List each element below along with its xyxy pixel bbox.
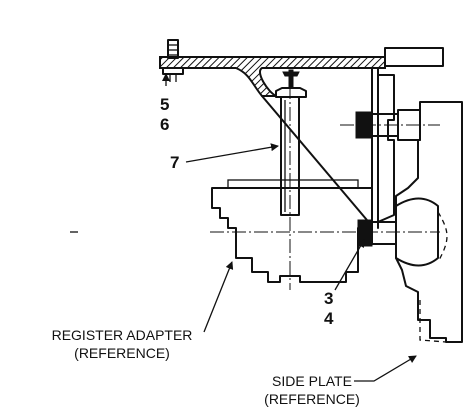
post-7 [280, 85, 300, 290]
support-strut [261, 95, 373, 227]
leader-lines [162, 73, 417, 382]
register-adapter-reference: (REFERENCE) [74, 345, 170, 361]
right-bracket [371, 67, 395, 229]
callout-4: 4 [324, 309, 334, 328]
callout-5: 5 [160, 95, 169, 114]
callout-7: 7 [170, 153, 179, 172]
upper-nut [340, 109, 440, 141]
callout-6: 6 [160, 115, 169, 134]
register-adapter-label: REGISTER ADAPTER [52, 327, 193, 343]
callout-3: 3 [324, 289, 333, 308]
register-adapter [210, 179, 440, 283]
side-plate [395, 101, 463, 343]
post-cap [275, 69, 307, 98]
side-plate-reference: (REFERENCE) [264, 391, 360, 407]
side-plate-label: SIDE PLATE [272, 373, 352, 389]
screw-5 [162, 39, 184, 82]
